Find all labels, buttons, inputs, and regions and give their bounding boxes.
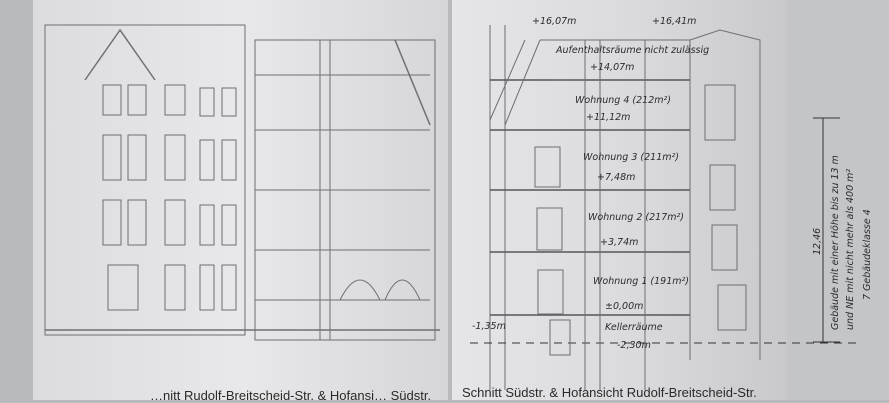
right-facade-drawing (689, 29, 761, 360)
level-label: +16,07m (532, 16, 577, 27)
apartment-label: Wohnung 1 (191m²) (593, 276, 690, 287)
basement-label: Kellerräume (605, 322, 663, 333)
level-label: +14,07m (590, 62, 635, 73)
level-label: -1,35m (472, 321, 506, 332)
right-section-drawing (470, 25, 860, 390)
apartment-label: Wohnung 2 (217m²) (588, 212, 685, 223)
level-label: +16,41m (652, 16, 697, 27)
level-label: +11,12m (586, 112, 631, 123)
level-label: -2,30m (617, 340, 651, 351)
height-dimension-line (813, 117, 840, 343)
level-label: +7,48m (597, 172, 636, 183)
right-drawing-sheet (452, 0, 787, 400)
margin-note-line: und NE mit nicht mehr als 400 m² (845, 168, 856, 330)
left-sheet-caption: …nitt Rudolf-Breitscheid-Str. & Hofansi…… (150, 388, 432, 403)
facade-outline (44, 24, 246, 336)
right-sheet-caption: Schnitt Südstr. & Hofansicht Rudolf-Brei… (462, 385, 757, 400)
margin-note-line: Gebäude mit einer Höhe bis zu 13 m (830, 155, 841, 330)
left-section-drawing (254, 39, 436, 341)
attic-note: Aufenthaltsräume nicht zulässig (556, 45, 710, 56)
margin-note-line: 7 Gebäudeklasse 4 (862, 209, 873, 300)
facade-gable (84, 28, 156, 81)
table-surface (787, 0, 889, 400)
apartment-label: Wohnung 4 (212m²) (575, 95, 672, 106)
facade-windows (102, 84, 237, 311)
level-label: +3,74m (600, 237, 639, 248)
dimension-label: 12,46 (812, 227, 823, 255)
apartment-label: Wohnung 3 (211m²) (583, 152, 680, 163)
level-label: ±0,00m (605, 301, 644, 312)
left-drawing-sheet (33, 0, 448, 400)
